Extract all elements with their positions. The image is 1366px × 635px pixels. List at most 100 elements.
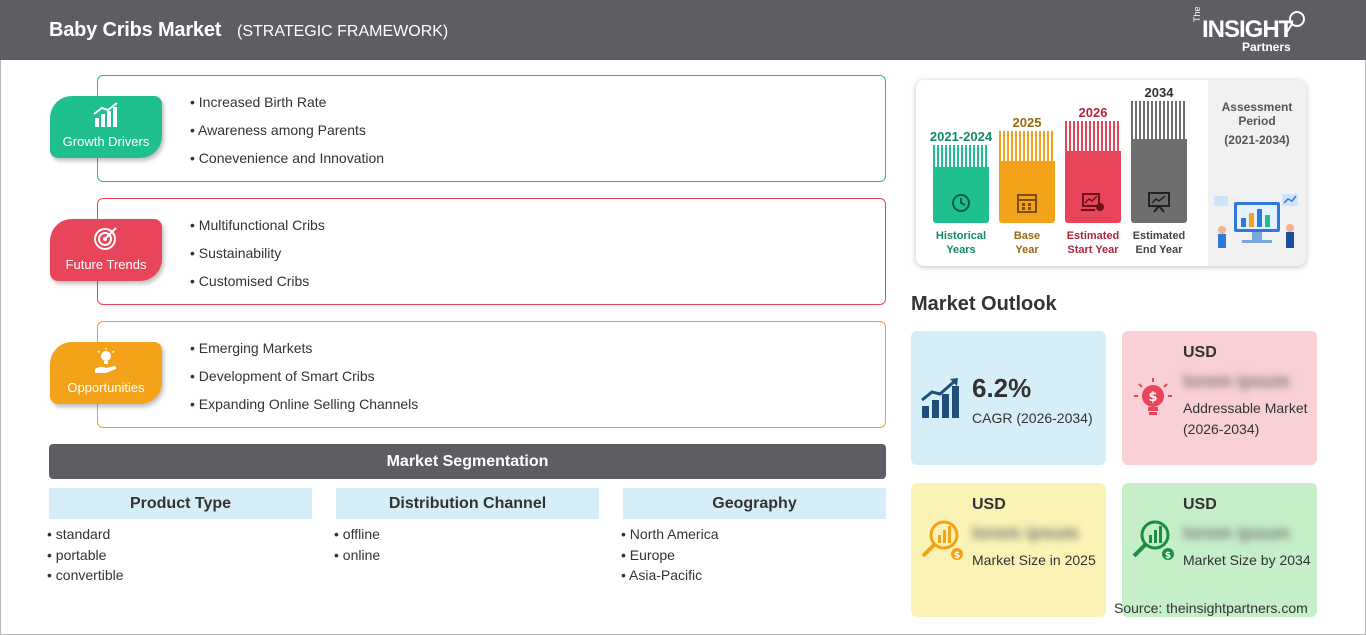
caption-line: Estimated — [1066, 230, 1120, 242]
magnifier-chart-icon: $ — [1132, 520, 1174, 561]
assessment-title: Assessment Period — [1208, 100, 1306, 128]
addressable-label: Addressable Market (2026-2034) — [1183, 400, 1308, 437]
future-trends-card: Multifunctional Cribs Sustainability Cus… — [97, 198, 886, 305]
caption-line: Start Year — [1067, 244, 1119, 256]
svg-text:$: $ — [1148, 390, 1157, 405]
timeline-bar-stripe — [1065, 121, 1121, 151]
timeline-caption: Estimated End Year — [1117, 229, 1201, 257]
caption-line: Historical — [935, 230, 987, 242]
caption-line: End Year — [1135, 244, 1183, 256]
future-trends-list: Multifunctional Cribs Sustainability Cus… — [190, 217, 325, 301]
source-text: Source: theinsightpartners.com — [1114, 600, 1308, 616]
timeline-year: 2034 — [1144, 85, 1174, 100]
caption-line: Estimated — [1132, 230, 1186, 242]
assessment-period-box: Assessment Period (2021-2034) — [1208, 80, 1306, 266]
list-item: Conevenience and Innovation — [190, 150, 384, 178]
logo-the: The — [1192, 6, 1202, 22]
size-2025-currency: USD — [972, 496, 1006, 513]
timeline-year: 2025 — [1012, 115, 1042, 130]
list-item: portable — [47, 547, 312, 568]
page-title: Baby Cribs Market — [49, 19, 222, 41]
lightbulb-hand-icon — [95, 348, 117, 373]
list-item: Europe — [621, 547, 886, 568]
segment-list: standard portable convertible — [47, 526, 312, 588]
cagr-value: 6.2% — [972, 373, 1032, 403]
list-item: Expanding Online Selling Channels — [190, 396, 418, 424]
logo-insight: INSIGHT — [1202, 16, 1293, 43]
market-size-2034-card: $ USD lorem ipsum Market Size by 2034 — [1122, 483, 1317, 617]
timeline-bar-stripe — [933, 145, 989, 167]
growth-drivers-list: Increased Birth Rate Awareness among Par… — [190, 94, 384, 178]
list-item: Customised Cribs — [190, 273, 325, 301]
size-2034-value: lorem ipsum — [1183, 523, 1291, 543]
header-bar: Baby Cribs Market (STRATEGIC FRAMEWORK) … — [0, 0, 1366, 60]
presentation-icon — [1148, 192, 1170, 213]
market-outlook-title: Market Outlook — [911, 293, 1057, 315]
logo-magnifier-icon — [1286, 11, 1305, 33]
magnifier-dollar-icon: $ — [921, 520, 963, 561]
list-item: Asia-Pacific — [621, 567, 886, 588]
opportunities-label: Opportunities — [67, 380, 145, 395]
size-2034-currency: USD — [1183, 496, 1217, 513]
segment-header: Product Type — [49, 488, 312, 519]
caption-line: Years — [946, 244, 976, 256]
svg-text:$: $ — [954, 551, 960, 561]
segment-list: North America Europe Asia-Pacific — [621, 526, 886, 588]
addressable-currency: USD — [1183, 344, 1217, 361]
size-2034-label: Market Size by 2034 — [1183, 552, 1311, 568]
opportunities-list: Emerging Markets Development of Smart Cr… — [190, 340, 418, 424]
list-item: online — [334, 547, 599, 568]
segment-distribution-channel: Distribution Channel offline online — [336, 488, 599, 567]
assessment-title-text: Assessment Period — [1221, 100, 1293, 128]
future-trends-badge: Future Trends — [50, 219, 162, 281]
assessment-period: (2021-2034) — [1224, 133, 1290, 147]
future-trends-label: Future Trends — [65, 257, 147, 272]
svg-text:$: $ — [1165, 551, 1171, 561]
segment-header: Geography — [623, 488, 886, 519]
size-2025-value: lorem ipsum — [972, 523, 1080, 543]
segment-header: Distribution Channel — [336, 488, 599, 519]
timeline-year: 2026 — [1078, 105, 1108, 120]
page-subtitle: (STRATEGIC FRAMEWORK) — [237, 23, 449, 40]
caption-line: Base — [1013, 230, 1041, 242]
timeline-bar-fill — [1131, 139, 1187, 223]
timeline-caption: Base Year — [985, 229, 1069, 257]
timeline-caption: Historical Years — [919, 229, 1003, 257]
list-item: North America — [621, 526, 886, 547]
list-item: Increased Birth Rate — [190, 94, 384, 122]
segment-product-type: Product Type standard portable convertib… — [49, 488, 312, 588]
growth-drivers-card: Increased Birth Rate Awareness among Par… — [97, 75, 886, 182]
growth-drivers-label: Growth Drivers — [62, 134, 150, 149]
segment-geography: Geography North America Europe Asia-Paci… — [623, 488, 886, 588]
list-item: Development of Smart Cribs — [190, 368, 418, 396]
list-item: standard — [47, 526, 312, 547]
timeline-year: 2021-2024 — [929, 129, 993, 144]
insight-partners-logo[interactable]: The INSIGHT Partners — [1192, 6, 1312, 56]
timeline-bar-stripe — [999, 131, 1055, 161]
list-item: Multifunctional Cribs — [190, 217, 325, 245]
growth-chart-icon — [921, 378, 959, 418]
segmentation-title: Market Segmentation — [49, 444, 886, 479]
segment-list: offline online — [334, 526, 599, 567]
cagr-card: 6.2% CAGR (2026-2034) — [911, 331, 1106, 465]
chart-start-icon — [1081, 193, 1104, 211]
list-item: offline — [334, 526, 599, 547]
history-icon — [952, 194, 970, 212]
list-item: Awareness among Parents — [190, 122, 384, 150]
addressable-market-card: $ USD lorem ipsum Addressable Market (20… — [1122, 331, 1317, 465]
size-2025-label: Market Size in 2025 — [972, 552, 1096, 568]
growth-drivers-badge: Growth Drivers — [50, 96, 162, 158]
growth-bars-icon — [93, 102, 118, 127]
list-item: convertible — [47, 567, 312, 588]
timeline-panel: 2021-2024 Historical Years 2025 Base Yea… — [916, 80, 1306, 266]
logo-partners: Partners — [1242, 40, 1291, 54]
lightbulb-dollar-icon: $ — [1134, 378, 1172, 415]
list-item: Emerging Markets — [190, 340, 418, 368]
market-size-2025-card: $ USD lorem ipsum Market Size in 2025 — [911, 483, 1106, 617]
opportunities-badge: Opportunities — [50, 342, 162, 404]
opportunities-card: Emerging Markets Development of Smart Cr… — [97, 321, 886, 428]
calendar-icon — [1017, 194, 1037, 213]
timeline-caption: Estimated Start Year — [1051, 229, 1135, 257]
cagr-label: CAGR (2026-2034) — [972, 410, 1093, 426]
addressable-value: lorem ipsum — [1183, 371, 1291, 391]
